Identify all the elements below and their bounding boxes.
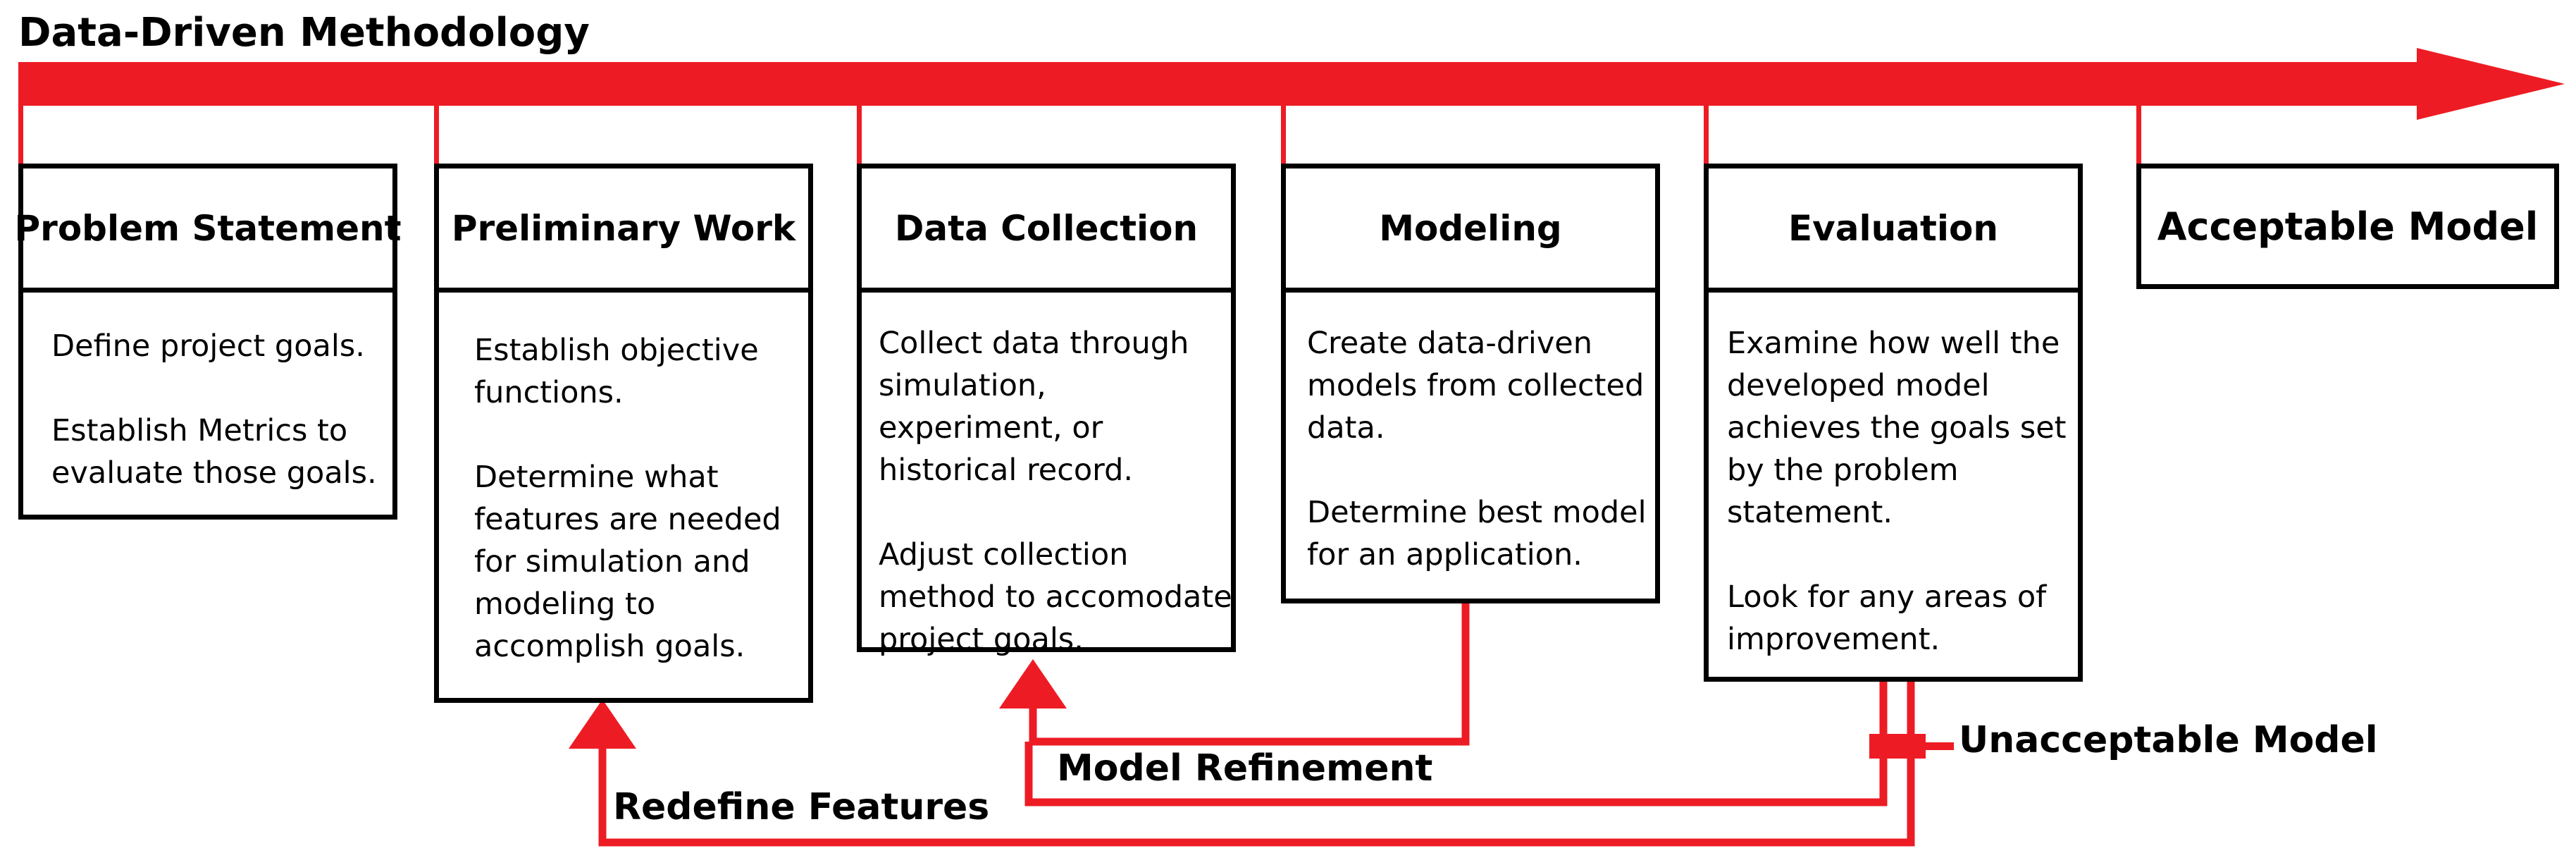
stage-line: Collect data through simulation, experim…	[879, 326, 1189, 488]
unacceptable-connector	[1926, 742, 1954, 750]
unacceptable-model-label: Unacceptable Model	[1959, 719, 2378, 761]
stage-title: Modeling	[1286, 168, 1655, 293]
model-refinement-arrowhead	[999, 659, 1067, 708]
stage-description: Establish objective functions. Determine…	[474, 329, 791, 668]
stage-line: Create data-driven models from collected…	[1307, 326, 1645, 446]
unacceptable-junction	[1869, 734, 1926, 759]
stage-line: Establish Metrics to evaluate those goal…	[51, 413, 377, 491]
stage-line: Determine best model for an application.	[1307, 495, 1647, 572]
stage-problem-statement: Problem Statement Define project goals. …	[15, 164, 402, 520]
stage-title: Problem Statement	[15, 168, 402, 293]
redefine-features-arrowhead	[569, 699, 636, 749]
stage-description: Examine how well the developed model ach…	[1727, 322, 2079, 661]
stage-line: Define project goals.	[51, 329, 365, 364]
stage-line: Look for any areas of improvement.	[1727, 579, 2047, 657]
timeline-arrow-shaft	[18, 62, 2428, 106]
stage-line: Adjust collection method to accomodate p…	[879, 537, 1232, 657]
stage-title: Data Collection	[862, 168, 1231, 293]
stage-evaluation: Evaluation Examine how well the develope…	[1704, 164, 2083, 682]
stage-line: Examine how well the developed model ach…	[1727, 326, 2067, 530]
stage-title: Acceptable Model	[2157, 204, 2539, 249]
model-refinement-label: Model Refinement	[1057, 747, 1433, 790]
stage-description: Create data-driven models from collected…	[1307, 322, 1652, 576]
stage-data-collection: Data Collection Collect data through sim…	[857, 164, 1236, 657]
stage-line: Determine what features are needed for s…	[474, 460, 781, 664]
redefine-features-label: Redefine Features	[613, 786, 990, 828]
stage-acceptable-model: Acceptable Model	[2136, 164, 2559, 289]
stage-title: Evaluation	[1709, 168, 2078, 293]
stage-preliminary-work: Preliminary Work Establish objective fun…	[434, 164, 813, 703]
stage-description: Collect data through simulation, experim…	[879, 322, 1238, 661]
stage-modeling: Modeling Create data-driven models from …	[1281, 164, 1660, 603]
diagram-title: Data-Driven Methodology	[18, 10, 590, 56]
stage-description: Define project goals. Establish Metrics …	[51, 325, 390, 494]
stage-title: Preliminary Work	[439, 168, 808, 293]
redefine-features-path	[598, 680, 1915, 847]
timeline-arrow-head	[2417, 48, 2565, 120]
stage-line: Establish objective functions.	[474, 333, 759, 410]
model-refinement-path	[1029, 603, 1470, 746]
